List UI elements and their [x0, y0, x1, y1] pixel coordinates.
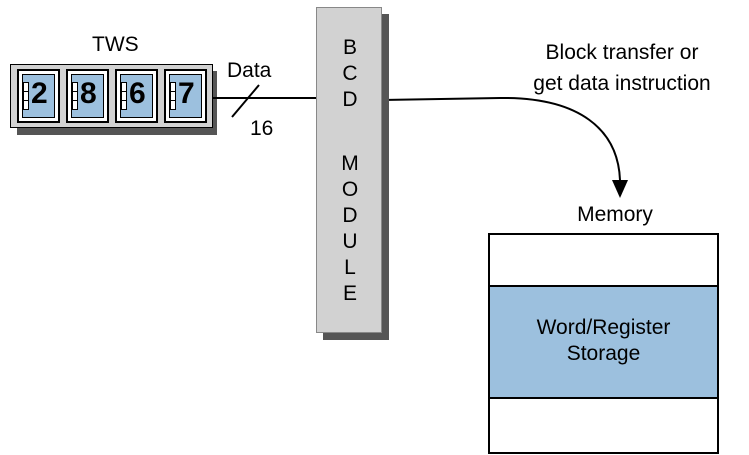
- bus-width-label: 16: [250, 117, 274, 140]
- thumbwheel-tab: [23, 82, 29, 110]
- thumbwheel-tab: [121, 82, 127, 110]
- bcd-module-letter: M: [341, 152, 359, 175]
- storage-label-line2: Storage: [566, 342, 641, 365]
- bcd-module: B C D M O D U L E: [316, 7, 382, 333]
- bcd-module-letter: O: [341, 178, 359, 201]
- thumbwheel-2[interactable]: 8: [66, 69, 109, 123]
- bcd-module-letter: L: [344, 256, 356, 279]
- bcd-module-letter: D: [342, 88, 358, 111]
- tws-label: TWS: [92, 33, 139, 56]
- thumbwheel-tab: [72, 82, 78, 110]
- thumbwheel-3[interactable]: 6: [115, 69, 158, 123]
- bcd-module-letter: D: [342, 204, 358, 227]
- transfer-arrowhead: [612, 180, 628, 198]
- thumbwheel-digit: 2: [31, 77, 48, 110]
- thumbwheel-1[interactable]: 2: [17, 69, 60, 123]
- transfer-label-line2: get data instruction: [533, 72, 711, 95]
- storage-label-line1: Word/Register: [536, 316, 671, 339]
- memory-top-section: [490, 235, 717, 285]
- thumbwheel-digit: 7: [178, 77, 195, 110]
- bcd-module-letter: E: [342, 282, 357, 305]
- memory-block: Word/Register Storage: [488, 233, 719, 454]
- bcd-module-letter: B: [342, 36, 357, 59]
- transfer-label-line1: Block transfer or: [545, 41, 699, 64]
- thumbwheel-digit: 6: [129, 77, 146, 110]
- memory-bottom-section: [490, 399, 717, 452]
- bcd-module-letter: U: [342, 230, 358, 253]
- thumbwheel-tab: [170, 82, 176, 110]
- thumbwheel-digit: 8: [80, 77, 97, 110]
- bus-width-slash: [231, 84, 260, 118]
- thumbwheel-4[interactable]: 7: [164, 69, 207, 123]
- transfer-arrow-line: [381, 96, 621, 181]
- memory-label: Memory: [577, 203, 653, 226]
- word-register-storage: Word/Register Storage: [490, 285, 717, 399]
- data-bus-label: Data: [227, 59, 272, 82]
- bcd-module-letter: C: [342, 62, 358, 85]
